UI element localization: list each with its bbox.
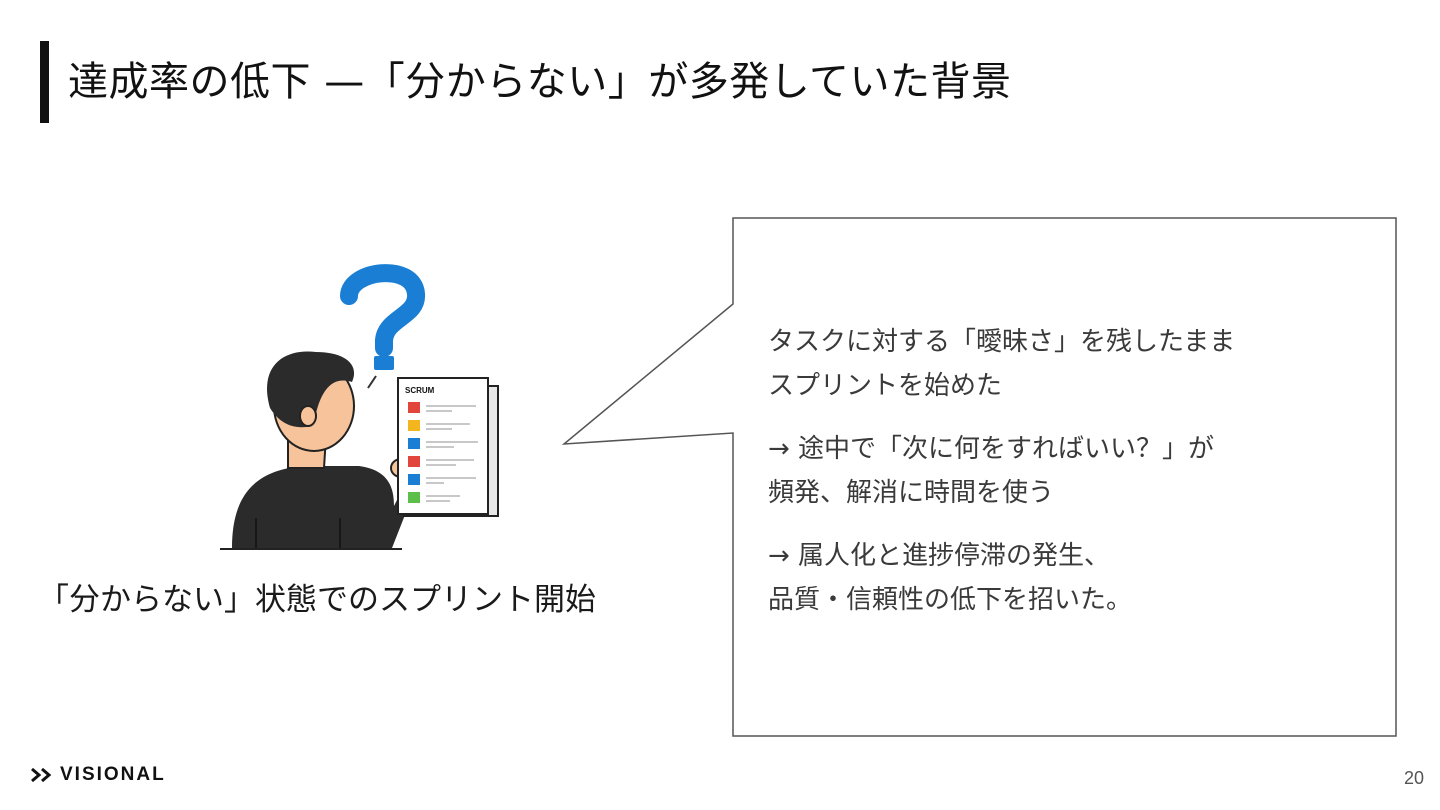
page-number: 20 xyxy=(1403,768,1424,788)
bubble-paragraph-3: → 属人化と進捗停滞の発生、 品質・信頼性の低下を招いた。 xyxy=(768,534,1368,622)
company-logo: VISIONAL xyxy=(30,764,166,786)
person-body xyxy=(232,466,414,548)
document-label: SCRUM xyxy=(405,386,435,395)
bubble-paragraph-1: タスクに対する「曖昧さ」を残したまま スプリントを始めた xyxy=(768,320,1368,408)
confused-person-illustration: SCRUM xyxy=(220,264,499,550)
person-head xyxy=(267,351,355,452)
bubble-line: スプリントを始めた xyxy=(768,371,1003,401)
logo-text: VISIONAL xyxy=(60,764,166,785)
bubble-line: → 途中で「次に何をすればいい？」が xyxy=(768,434,1215,464)
page-title: 達成率の低下 —「分からない」が多発していた背景 xyxy=(68,59,1012,105)
double-chevron-icon xyxy=(31,767,52,783)
bubble-line: 品質・信頼性の低下を招いた。 xyxy=(768,585,1133,615)
bubble-line: タスクに対する「曖昧さ」を残したまま xyxy=(768,327,1236,357)
illustration-caption: 「分からない」状態でのスプリント開始 xyxy=(38,582,596,618)
bubble-text: タスクに対する「曖昧さ」を残したまま スプリントを始めた → 途中で「次に何をす… xyxy=(768,320,1368,641)
bubble-paragraph-2: → 途中で「次に何をすればいい？」が 頻発、解消に時間を使う xyxy=(768,427,1368,515)
scrum-document: SCRUM xyxy=(397,377,489,515)
title-accent-bar xyxy=(40,41,49,123)
bubble-line: → 属人化と進捗停滞の発生、 xyxy=(768,541,1111,571)
bubble-line: 頻発、解消に時間を使う xyxy=(768,478,1055,508)
question-mark-icon xyxy=(340,264,425,370)
